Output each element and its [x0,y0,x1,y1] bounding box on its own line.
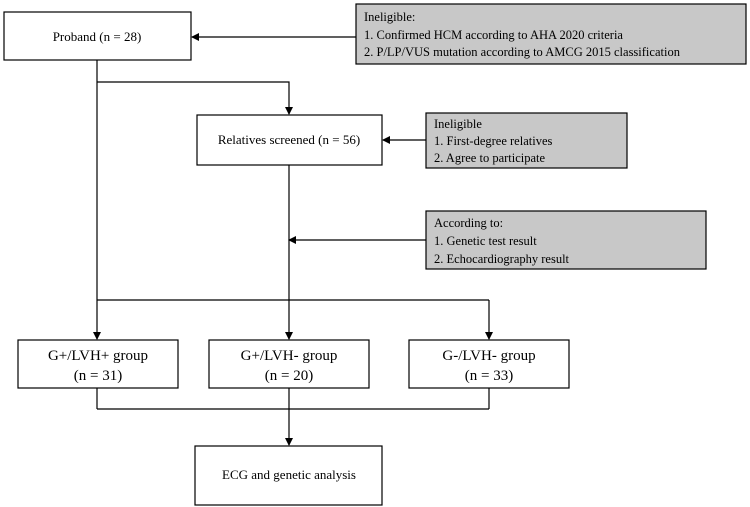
group-3-count: (n = 33) [465,368,513,384]
group-2-name: G+/LVH- group [241,348,338,364]
group-box-g-pos-lvh-pos: G+/LVH+ group (n = 31) [17,339,179,389]
relatives-label: Relatives screened (n = 56) [218,132,360,147]
group-box-g-pos-lvh-neg: G+/LVH- group (n = 20) [208,339,370,389]
proband-label: Proband (n = 28) [53,29,142,44]
ineligible-relatives-item-1: 1. First-degree relatives [434,134,552,148]
ineligible-proband-box: Ineligible: 1. Confirmed HCM according t… [355,3,747,65]
ineligible-relatives-box: Ineligible 1. First-degree relatives 2. … [425,112,628,169]
group-box-g-neg-lvh-neg: G-/LVH- group (n = 33) [408,339,570,389]
according-title: According to: [434,216,503,230]
according-item-2: 2. Echocardiography result [434,252,570,266]
final-label: ECG and genetic analysis [222,467,356,482]
according-item-1: 1. Genetic test result [434,234,537,248]
ineligible-proband-title: Ineligible: [364,10,415,24]
connectors [93,33,493,446]
ineligible-proband-item-1: 1. Confirmed HCM according to AHA 2020 c… [364,28,623,42]
group-3-name: G-/LVH- group [442,348,535,364]
proband-box: Proband (n = 28) [3,11,192,61]
group-2-count: (n = 20) [265,368,313,384]
ineligible-relatives-item-2: 2. Agree to participate [434,151,546,165]
relatives-box: Relatives screened (n = 56) [196,114,383,166]
group-1-name: G+/LVH+ group [48,348,148,364]
group-1-count: (n = 31) [74,368,122,384]
ineligible-proband-item-2: 2. P/LP/VUS mutation according to AMCG 2… [364,45,681,59]
arrow-proband-to-relatives [97,81,293,115]
ineligible-relatives-title: Ineligible [434,117,482,131]
according-box: According to: 1. Genetic test result 2. … [425,210,707,270]
final-box: ECG and genetic analysis [194,445,383,506]
